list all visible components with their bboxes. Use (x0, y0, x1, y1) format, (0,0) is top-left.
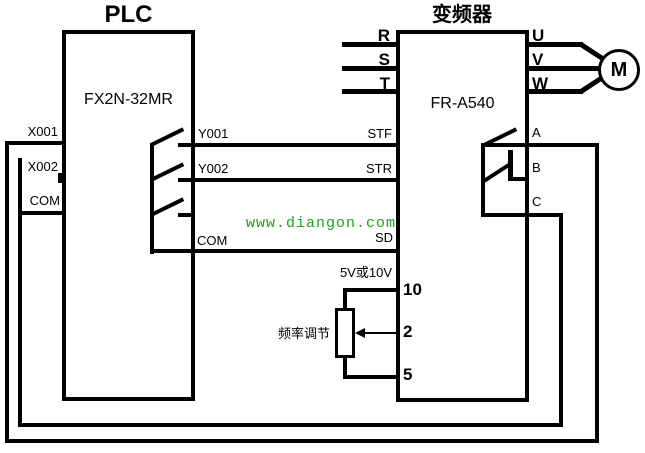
inverter-terminal-c: C (532, 194, 542, 209)
inverter-model: FR-A540 (430, 95, 495, 112)
inverter-terminal-b: B (532, 160, 541, 175)
inverter-terminal-10: 10 (403, 280, 422, 299)
wire-pot-top (343, 288, 347, 310)
plc-contact-bus (150, 143, 154, 254)
contact-stub-spare (178, 213, 195, 217)
wire-b (508, 177, 529, 181)
plc-terminal-y002: Y002 (198, 161, 229, 176)
wire-s (342, 66, 396, 71)
plc-box (62, 30, 195, 401)
inverter-title: 变频器 (432, 4, 492, 26)
wire-terminal-2 (363, 332, 398, 334)
wire-u (525, 42, 583, 47)
wire-a (481, 143, 599, 147)
wire-terminal-10 (343, 288, 398, 292)
plc-terminal-y001: Y001 (198, 126, 229, 141)
inverter-terminal-v: V (532, 50, 544, 69)
watermark-text: www.diangon.com (246, 215, 397, 232)
wire-outer-bottom (5, 439, 599, 443)
inverter-terminal-t: T (379, 74, 390, 93)
inverter-terminal-s: S (378, 50, 390, 69)
inverter-terminal-2: 2 (403, 322, 413, 341)
motor-icon: M (598, 49, 640, 91)
analog-voltage-note: 5V或10V (339, 265, 392, 280)
wire-w (525, 89, 583, 94)
wire-c (481, 213, 563, 217)
wire-inner-left-vertical (18, 158, 22, 427)
inverter-terminal-w: W (532, 74, 549, 93)
plc-terminal-x002: X002 (27, 159, 58, 174)
wire-outer-left-vertical (5, 141, 9, 443)
wire-x002-stub (58, 173, 64, 183)
plc-model: FX2N-32MR (84, 91, 173, 108)
potentiometer-icon (335, 308, 355, 358)
wire-r (342, 42, 396, 47)
wiper-arrowhead-icon (355, 328, 365, 338)
inverter-terminal-r: R (377, 26, 390, 45)
wire-com-sd (150, 249, 396, 253)
wire-outer-right-vertical (595, 143, 599, 443)
wire-pot-bottom (343, 358, 347, 379)
plc-terminal-x001: X001 (27, 124, 58, 139)
inverter-terminal-sd: SD (374, 230, 393, 245)
wire-terminal-5 (343, 375, 398, 379)
plc-terminal-com-out: COM (197, 233, 228, 248)
inverter-terminal-stf: STF (367, 126, 392, 141)
wire-t (342, 89, 396, 94)
inverter-terminal-5: 5 (403, 365, 413, 384)
wire-com-in (18, 211, 64, 215)
potentiometer-label: 频率调节 (278, 326, 331, 341)
motor-label: M (610, 58, 628, 81)
wire-x001 (5, 141, 64, 145)
relay-contact-b-stop-bar (508, 150, 513, 181)
inverter-terminal-u: U (532, 26, 545, 45)
inverter-terminal-str: STR (366, 161, 392, 176)
wire-y002-str (178, 178, 396, 182)
wire-v (525, 66, 601, 71)
wire-inner-right-vertical (559, 213, 563, 427)
inverter-terminal-a: A (532, 125, 541, 140)
plc-terminal-com-in: COM (29, 193, 60, 208)
plc-title: PLC (104, 1, 153, 28)
wire-y001-stf (178, 143, 396, 147)
wire-inner-bottom (18, 423, 563, 427)
